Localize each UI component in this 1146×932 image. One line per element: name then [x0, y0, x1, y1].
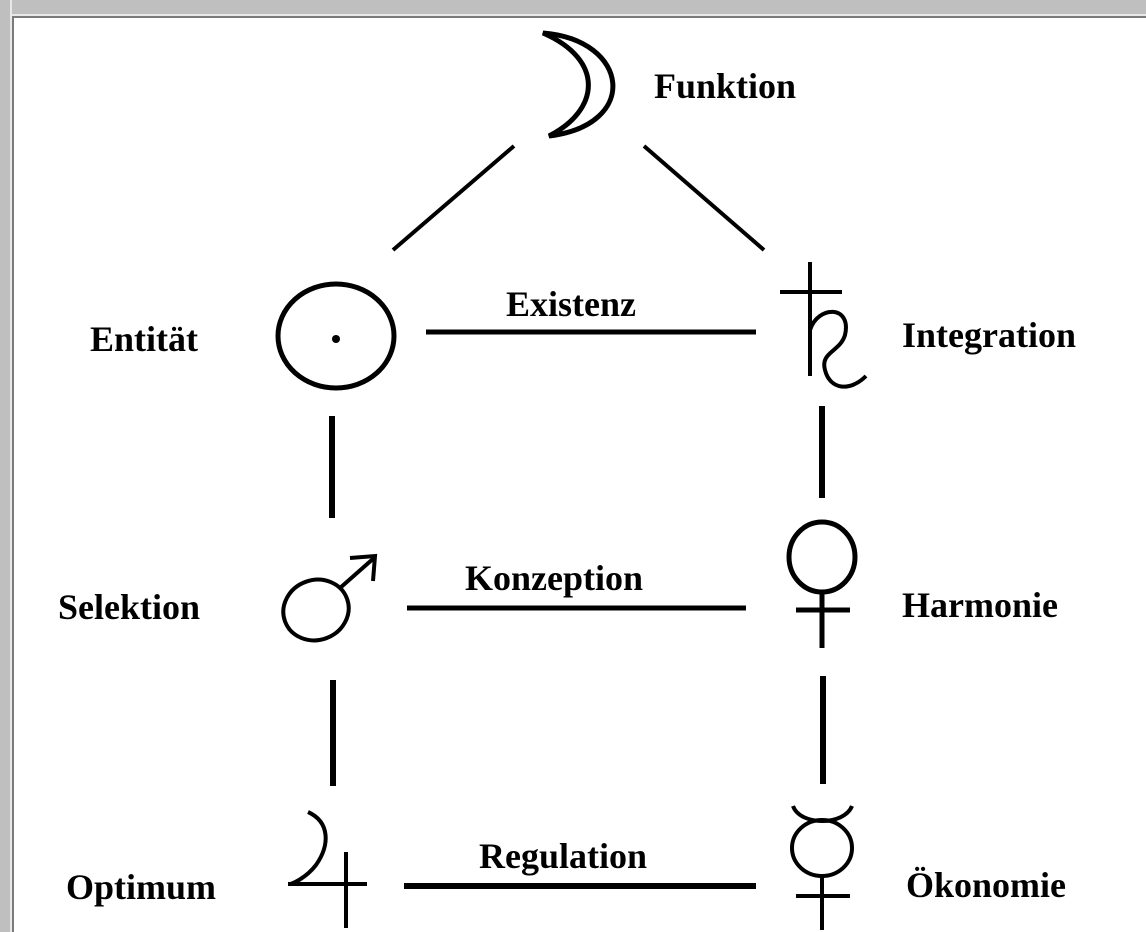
label-entitaet: Entität: [90, 319, 198, 359]
mars-icon: [281, 553, 378, 643]
edge-label-konzeption: Konzeption: [465, 558, 643, 598]
edge-label-existenz: Existenz: [506, 284, 636, 324]
label-optimum: Optimum: [66, 867, 216, 907]
label-selektion: Selektion: [58, 587, 200, 627]
connector-lines: [329, 144, 826, 889]
mercury-icon: [790, 804, 854, 930]
jupiter-icon: [288, 810, 367, 928]
edge-label-regulation: Regulation: [479, 836, 647, 876]
saturn-icon: [780, 262, 868, 389]
node-labels: Funktion Entität Integration Selektion H…: [58, 66, 1076, 907]
label-funktion: Funktion: [654, 66, 796, 106]
venus-icon: [786, 519, 858, 648]
moon-icon: [542, 30, 616, 139]
label-harmonie: Harmonie: [902, 585, 1058, 625]
line-funktion-entitaet: [391, 144, 516, 252]
label-oekonomie: Ökonomie: [906, 865, 1066, 905]
frame-left-border: [0, 0, 12, 932]
frame-top-border: [0, 0, 1146, 16]
edge-labels: Existenz Konzeption Regulation: [465, 284, 647, 876]
sun-icon: [275, 281, 397, 391]
diagram-canvas: [12, 16, 1146, 932]
label-integration: Integration: [902, 315, 1076, 355]
line-funktion-integration: [642, 144, 766, 252]
